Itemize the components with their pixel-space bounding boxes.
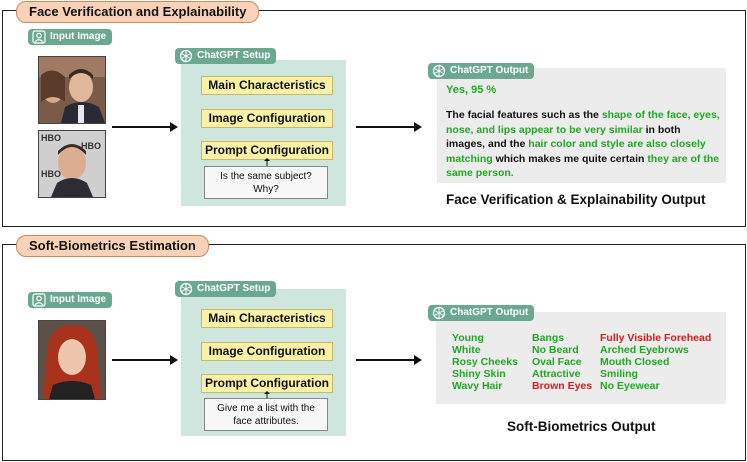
attribute-item: Brown Eyes	[532, 380, 593, 392]
section2-output-text: ChatGPT Output	[450, 307, 529, 318]
section1-prompt-line-1: Is the same subject?	[220, 171, 312, 182]
openai-icon	[432, 64, 446, 78]
photo-3-image	[39, 321, 105, 399]
section1-main-characteristics: Main Characteristics	[201, 76, 333, 95]
attribute-column-1: Young White Rosy Cheeks Shiny Skin Wavy …	[452, 332, 518, 392]
attribute-item: No Eyewear	[600, 380, 660, 392]
svg-text:HBO: HBO	[81, 141, 101, 151]
attribute-item: No Beard	[532, 344, 579, 356]
section1-answer: Yes, 95 %	[446, 84, 497, 96]
attribute-item: Shiny Skin	[452, 368, 506, 380]
section2-setup-label: ChatGPT Setup	[175, 281, 277, 297]
attribute-item: White	[452, 344, 481, 356]
explanation-part-6: they are of the same person.	[446, 152, 720, 180]
section2-output-label: ChatGPT Output	[428, 305, 535, 321]
section2-output-area	[436, 312, 726, 404]
section2-title: Soft-Biometrics Estimation	[16, 235, 209, 257]
section1-output-text: ChatGPT Output	[450, 65, 529, 76]
explanation-part-2: shape of the face, eyes, nose, and lips …	[446, 109, 720, 136]
section1-setup-text: ChatGPT Setup	[197, 50, 271, 61]
attribute-item: Oval Face	[532, 356, 582, 368]
attribute-item: Smiling	[600, 368, 638, 380]
section2-result-title: Soft-Biometrics Output	[507, 419, 656, 434]
section2-setup-text: ChatGPT Setup	[197, 283, 271, 294]
section2-input-image-label: Input Image	[28, 292, 113, 308]
section1-explanation: The facial features such as the shape of…	[446, 108, 722, 181]
attribute-column-3: Fully Visible Forehead Arched Eyebrows M…	[600, 332, 711, 392]
explanation-part-1: The facial features such as the	[446, 109, 602, 121]
attribute-item: Rosy Cheeks	[452, 356, 518, 368]
section1-input-image-text: Input Image	[50, 31, 107, 42]
section1-prompt-up-arrow	[264, 158, 270, 166]
explanation-part-5: which makes me quite certain	[492, 152, 648, 165]
attribute-item: Mouth Closed	[600, 356, 670, 368]
section2-main-characteristics: Main Characteristics	[201, 309, 333, 328]
openai-icon	[179, 282, 193, 296]
explanation-part-4: hair color and style are also closely ma…	[446, 138, 706, 165]
attribute-item: Bangs	[532, 332, 565, 344]
arrow-input-to-setup-2	[112, 355, 178, 365]
section1-prompt-line-2: Why?	[253, 184, 279, 195]
explanation-part-3: in both images, and the	[446, 123, 681, 151]
attribute-item: Arched Eyebrows	[600, 344, 689, 356]
section2-prompt-box: Give me a list with the face attributes.	[204, 398, 328, 431]
arrow-setup-to-output-2	[356, 355, 422, 365]
attribute-column-2: Bangs No Beard Oval Face Attractive Brow…	[532, 332, 592, 392]
photo-1-image	[39, 57, 105, 123]
section1-title: Face Verification and Explainability	[16, 1, 260, 23]
section1-output-area	[437, 68, 726, 183]
section2-image-configuration: Image Configuration	[201, 342, 333, 361]
user-icon	[32, 30, 46, 44]
attribute-item: Fully Visible Forehead	[600, 332, 712, 344]
section1-result-title: Face Verification & Explainability Outpu…	[446, 192, 706, 207]
openai-icon	[432, 306, 446, 320]
svg-text:HBO: HBO	[41, 133, 61, 143]
section2-prompt-line-2: face attributes.	[233, 416, 299, 427]
section1-image-configuration: Image Configuration	[201, 109, 333, 128]
input-photo-2: HBO HBO HBO	[38, 130, 106, 198]
input-photo-3	[38, 320, 106, 400]
section2-prompt-line-1: Give me a list with the	[217, 403, 315, 414]
section1-output-label: ChatGPT Output	[428, 63, 535, 79]
attribute-item: Attractive	[532, 368, 581, 380]
section2-prompt-configuration: Prompt Configuration	[201, 374, 333, 393]
attribute-item: Young	[452, 332, 484, 344]
input-photo-1	[38, 56, 106, 124]
arrow-setup-to-output-1	[356, 122, 422, 132]
arrow-input-to-setup-1	[112, 122, 178, 132]
section1-input-image-label: Input Image	[28, 29, 113, 45]
attribute-item: Wavy Hair	[452, 380, 503, 392]
svg-text:HBO: HBO	[41, 169, 61, 179]
openai-icon	[179, 49, 193, 63]
section1-setup-label: ChatGPT Setup	[175, 48, 277, 64]
section1-prompt-box: Is the same subject? Why?	[204, 166, 328, 199]
user-icon	[32, 293, 46, 307]
photo-2-image: HBO HBO HBO	[39, 131, 105, 197]
section2-input-image-text: Input Image	[50, 294, 107, 305]
